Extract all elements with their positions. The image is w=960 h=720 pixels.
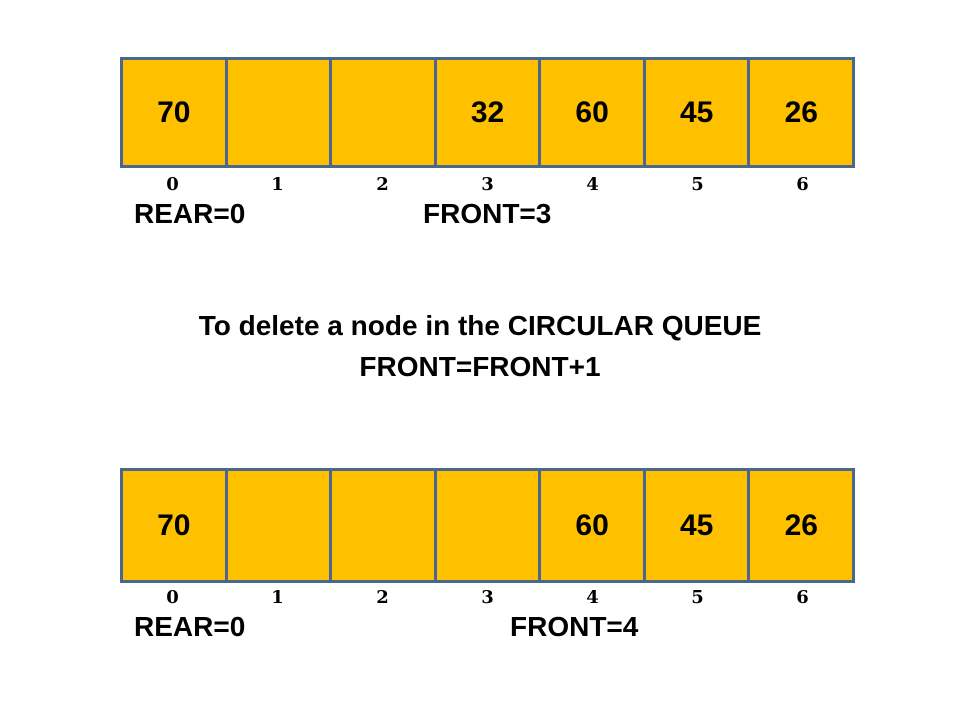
queue-before-cell-1 — [224, 57, 333, 168]
index-label: 6 — [796, 587, 809, 608]
queue-after-cell-0: 70 — [120, 468, 228, 583]
index-label: 1 — [271, 587, 284, 608]
index-label: 1 — [271, 174, 284, 195]
rear-pointer-label-before: REAR=0 — [134, 198, 246, 229]
title-line-1: To delete a node in the CIRCULAR QUEUE — [198, 310, 762, 341]
queue-after-cell-1 — [224, 468, 333, 583]
index-label: 3 — [481, 587, 494, 608]
queue-after-cell-2 — [329, 468, 437, 583]
queue-before-index-row: 0 1 2 3 4 5 6 — [120, 172, 855, 198]
queue-before-cell-4: 60 — [538, 57, 646, 168]
queue-before-cells: 70 32 60 45 26 — [120, 57, 856, 168]
queue-before-cell-5: 45 — [642, 57, 751, 168]
index-label: 2 — [376, 174, 389, 195]
queue-before-cell-3: 32 — [433, 57, 542, 168]
slide-title: To delete a node in the CIRCULAR QUEUE F… — [0, 305, 960, 387]
index-label: 0 — [166, 587, 179, 608]
queue-after-cell-5: 45 — [642, 468, 751, 583]
queue-before-cell-6: 26 — [747, 57, 856, 168]
queue-after-cell-4: 60 — [538, 468, 646, 583]
queue-after-cells: 70 60 45 26 — [120, 468, 856, 583]
title-line-2: FRONT=FRONT+1 — [359, 351, 601, 382]
rear-pointer-label-after: REAR=0 — [134, 611, 246, 642]
front-pointer-label-after: FRONT=4 — [510, 611, 639, 642]
queue-after-cell-6: 26 — [747, 468, 856, 583]
index-label: 5 — [691, 587, 704, 608]
index-label: 6 — [796, 174, 809, 195]
queue-after-cell-3 — [433, 468, 542, 583]
index-label: 3 — [481, 174, 494, 195]
queue-before-cell-2 — [329, 57, 437, 168]
index-label: 4 — [586, 587, 599, 608]
index-label: 4 — [586, 174, 599, 195]
index-label: 0 — [166, 174, 179, 195]
index-label: 2 — [376, 587, 389, 608]
index-label: 5 — [691, 174, 704, 195]
queue-after-index-row: 0 1 2 3 4 5 6 — [120, 585, 855, 611]
front-pointer-label-before: FRONT=3 — [423, 198, 552, 229]
queue-before-cell-0: 70 — [120, 57, 228, 168]
